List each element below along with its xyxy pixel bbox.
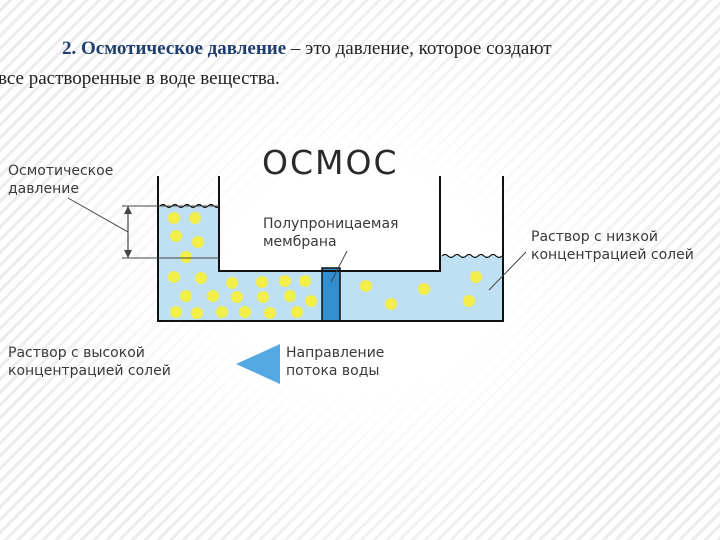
- definition-paragraph: 2. Осмотическое давление – это давление,…: [0, 34, 690, 94]
- definition-line2: все растворенные в воде вещества.: [0, 68, 280, 89]
- right-water-surface: [441, 253, 503, 259]
- particle: [170, 306, 182, 318]
- particle: [305, 295, 317, 307]
- definition-number: 2.: [62, 38, 77, 59]
- particle: [231, 291, 243, 303]
- particle: [216, 306, 228, 318]
- right-particles: [360, 271, 482, 310]
- particle: [168, 212, 180, 224]
- particle: [195, 272, 207, 284]
- pressure-arrow-up: [124, 206, 132, 214]
- particle: [170, 230, 182, 242]
- particle: [180, 290, 192, 302]
- particle: [360, 280, 372, 292]
- pressure-label-line2: давление: [8, 181, 79, 197]
- particle: [279, 275, 291, 287]
- particle: [463, 295, 475, 307]
- low-solution-leader-line: [488, 251, 527, 291]
- membrane-leader-line: [330, 250, 348, 283]
- flow-direction-arrow: [236, 344, 280, 384]
- particle: [207, 290, 219, 302]
- particle: [257, 291, 269, 303]
- vessel-inner-wall: [218, 176, 441, 272]
- vessel-outline: [157, 176, 504, 322]
- particle: [264, 307, 276, 319]
- definition-term: Осмотическое давление: [81, 38, 287, 59]
- particle: [226, 277, 238, 289]
- particle: [291, 306, 303, 318]
- particle: [385, 298, 397, 310]
- particle: [192, 236, 204, 248]
- high-concentration-solution: [158, 206, 322, 320]
- diagram-title: ОСМОС: [262, 143, 399, 182]
- pressure-arrow-down: [124, 250, 132, 258]
- definition-rest: – это давление, которое создают: [286, 38, 552, 59]
- high-solution-label-line1: Раствор с высокой: [8, 345, 145, 361]
- particle: [239, 306, 251, 318]
- particle: [189, 212, 201, 224]
- low-solution-label-line2: концентрацией солей: [531, 247, 694, 263]
- membrane: [321, 267, 341, 322]
- particle: [180, 251, 192, 263]
- pressure-label-line1: Осмотическое: [8, 163, 113, 179]
- membrane-label-line2: мембрана: [263, 234, 337, 250]
- particle: [470, 271, 482, 283]
- flow-label-line1: Направление: [286, 345, 384, 361]
- high-solution-label-line2: концентрацией солей: [8, 363, 171, 379]
- particle: [256, 276, 268, 288]
- particle: [418, 283, 430, 295]
- left-particles: [168, 212, 317, 319]
- low-solution-label-line1: Раствор с низкой: [531, 229, 658, 245]
- particle: [299, 275, 311, 287]
- particle: [168, 271, 180, 283]
- flow-label-line2: потока воды: [286, 363, 379, 379]
- membrane-label-line1: Полупроницаемая: [263, 216, 398, 232]
- particle: [284, 290, 296, 302]
- pressure-leader-line: [67, 197, 129, 233]
- particle: [191, 307, 203, 319]
